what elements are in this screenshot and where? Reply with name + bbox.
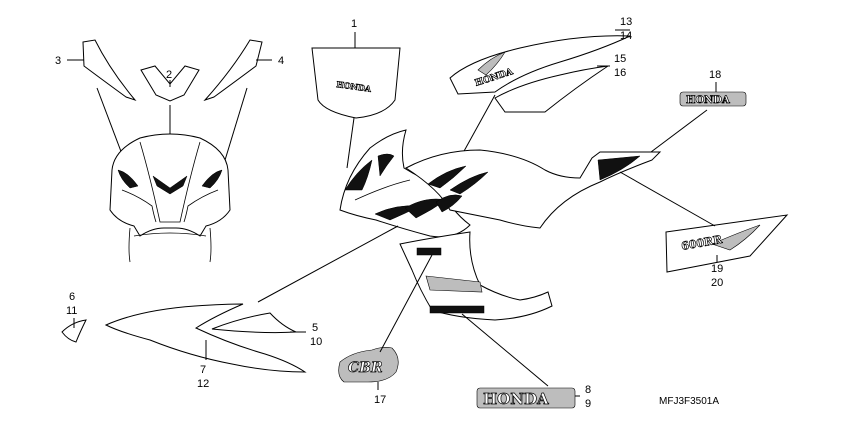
label-20: 20 [711, 277, 723, 289]
part-6-decal [61, 318, 87, 343]
label-1: 1 [351, 18, 357, 30]
label-14: 14 [620, 30, 632, 42]
part-1-decal: HONDA [311, 32, 401, 169]
part-19-decal: 600RR [619, 171, 789, 273]
decal-18-text: HONDA [686, 95, 730, 106]
label-19: 19 [711, 263, 723, 275]
part-3-stripe [67, 39, 137, 102]
leader-4 [221, 87, 248, 171]
part-7-stripe [104, 225, 399, 373]
part-15-stripe [494, 65, 610, 113]
part-4-stripe [203, 39, 272, 102]
label-3: 3 [55, 55, 61, 67]
part-13-decal: HONDA [449, 29, 631, 95]
label-4: 4 [278, 55, 284, 67]
label-8: 8 [585, 384, 591, 396]
part-5-stripe [211, 312, 306, 334]
decal-8-text: HONDA [483, 390, 549, 408]
label-18: 18 [709, 69, 721, 81]
front-fairing [109, 133, 231, 263]
label-15: 15 [614, 53, 626, 65]
label-13: 13 [620, 16, 632, 28]
label-10: 10 [310, 336, 322, 348]
label-12: 12 [197, 378, 209, 390]
part-18-badge: HONDA [650, 82, 747, 153]
label-2: 2 [166, 69, 172, 81]
label-9: 9 [585, 398, 591, 410]
label-7: 7 [200, 364, 206, 376]
part-2-stripe [140, 65, 200, 102]
label-5: 5 [312, 322, 318, 334]
label-11: 11 [66, 305, 77, 317]
part-17-emblem: CBR [338, 254, 433, 390]
label-16: 16 [614, 67, 626, 79]
label-6: 6 [69, 291, 75, 303]
side-fairing [339, 129, 662, 321]
diagram-code: MFJ3F3501A [659, 396, 719, 407]
label-17: 17 [374, 394, 386, 406]
decal-17-text: CBR [348, 360, 383, 376]
part-8-badge: HONDA [461, 313, 580, 408]
